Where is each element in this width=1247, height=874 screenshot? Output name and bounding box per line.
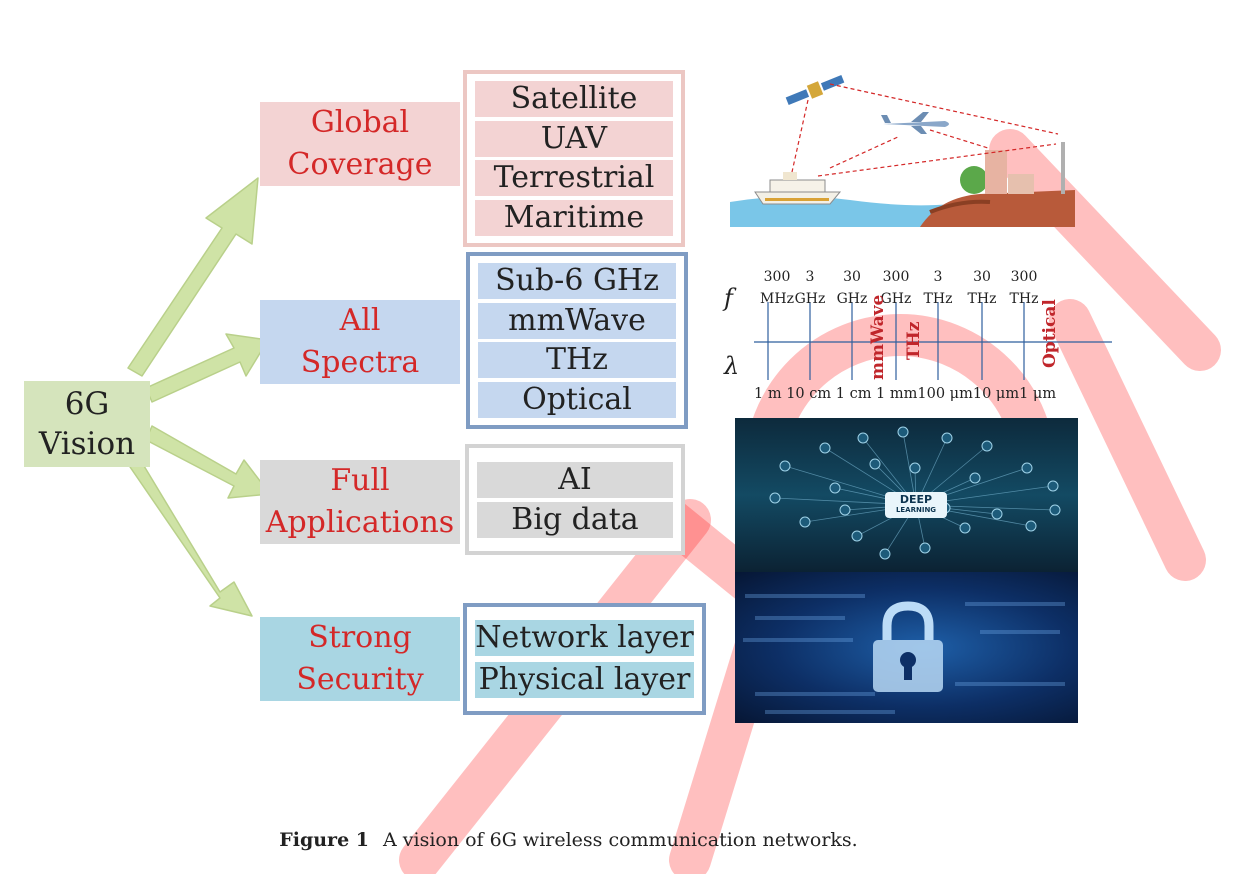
item-terrestrial: Terrestrial [475,160,673,197]
band-label-mmwave: mmWave [868,294,888,380]
network-node-icon [829,482,841,494]
item-ai: AI [477,461,673,498]
network-node-icon [897,426,909,438]
network-node-icon [869,458,881,470]
category-strong-security: Strong Security [260,617,460,701]
tree-icon [960,166,988,194]
building-icon [985,150,1007,194]
network-node-icon [1047,480,1059,492]
item-physical-layer: Physical layer [475,662,694,698]
item-thz: THz [478,342,676,379]
group-security-items: Network layer Physical layer [463,603,706,715]
network-node-icon [981,440,993,452]
arrow-to-security [127,455,253,617]
padlock-icon [873,601,943,692]
arrow-to-spectra [145,333,269,403]
network-node-icon [909,462,921,474]
network-node-icon [839,504,851,516]
item-uav: UAV [475,120,673,157]
category-label-line1: Global [310,105,410,140]
network-node-icon [1021,462,1033,474]
item-maritime: Maritime [475,200,673,237]
network-node-icon [799,516,811,528]
code-lines-graphic [743,594,1065,714]
network-node-icon [919,542,931,554]
root-node-6g-vision: 6G Vision [24,381,150,467]
network-node-icon [819,442,831,454]
category-label-line1: Strong [308,620,412,655]
item-optical: Optical [478,382,676,419]
root-line-1: 6G [64,386,110,422]
network-node-icon [879,548,891,560]
satellite-icon [785,75,845,105]
network-node-icon [1025,520,1037,532]
tower-icon [1061,142,1065,194]
network-node-icon [857,432,869,444]
arrow-to-coverage [127,177,259,377]
ship-icon [754,172,842,205]
network-node-icon [959,522,971,534]
item-mmwave: mmWave [478,302,676,339]
deep-learning-image: DEEP LEARNING [735,418,1078,572]
wavelength-labels: 1 m 10 cm 1 cm 1 mm100 μm10 μm1 μm [754,386,1057,402]
group-applications-items: AI Big data [465,444,685,555]
category-label-line2: Spectra [300,345,420,380]
category-label-line2: Coverage [287,147,433,182]
root-line-2: Vision [38,426,136,462]
category-global-coverage: Global Coverage [260,102,460,186]
group-coverage-items: Satellite UAV Terrestrial Maritime [463,70,685,247]
band-label-optical: Optical [1040,299,1060,368]
network-node-icon [851,530,863,542]
network-node-icon [991,508,1003,520]
category-label-line2: Security [296,662,424,697]
category-full-applications: Full Applications [260,460,460,544]
network-node-icon [779,460,791,472]
spectrum-axes [754,302,1112,380]
item-network-layer: Network layer [475,620,694,656]
badge-line-1: DEEP [899,493,933,506]
item-big-data: Big data [477,501,673,538]
category-label-line1: Full [330,463,390,498]
coverage-illustration [730,75,1075,227]
arrow-to-applications [145,425,271,499]
frequency-symbol: f [724,284,733,312]
land [920,190,1075,227]
figure-caption: Figure 1 A vision of 6G wireless communic… [0,829,1137,851]
deep-learning-badge: DEEP LEARNING [885,492,947,518]
category-all-spectra: All Spectra [260,300,460,384]
security-lock-image [735,572,1078,723]
airplane-icon [881,112,949,134]
figure-label: Figure 1 [279,829,369,851]
band-label-thz: THz [904,321,924,360]
network-node-icon [769,492,781,504]
network-node-icon [969,472,981,484]
group-spectra-items: Sub-6 GHz mmWave THz Optical [466,252,688,429]
wavelength-symbol: λ [724,352,740,380]
badge-line-2: LEARNING [895,506,937,514]
category-label-line2: Applications [265,505,455,540]
item-sub6ghz: Sub-6 GHz [478,262,676,299]
network-node-icon [941,432,953,444]
item-satellite: Satellite [475,80,673,117]
figure-caption-text: A vision of 6G wireless communication ne… [383,829,858,851]
network-node-icon [1049,504,1061,516]
category-label-line1: All [339,303,381,338]
